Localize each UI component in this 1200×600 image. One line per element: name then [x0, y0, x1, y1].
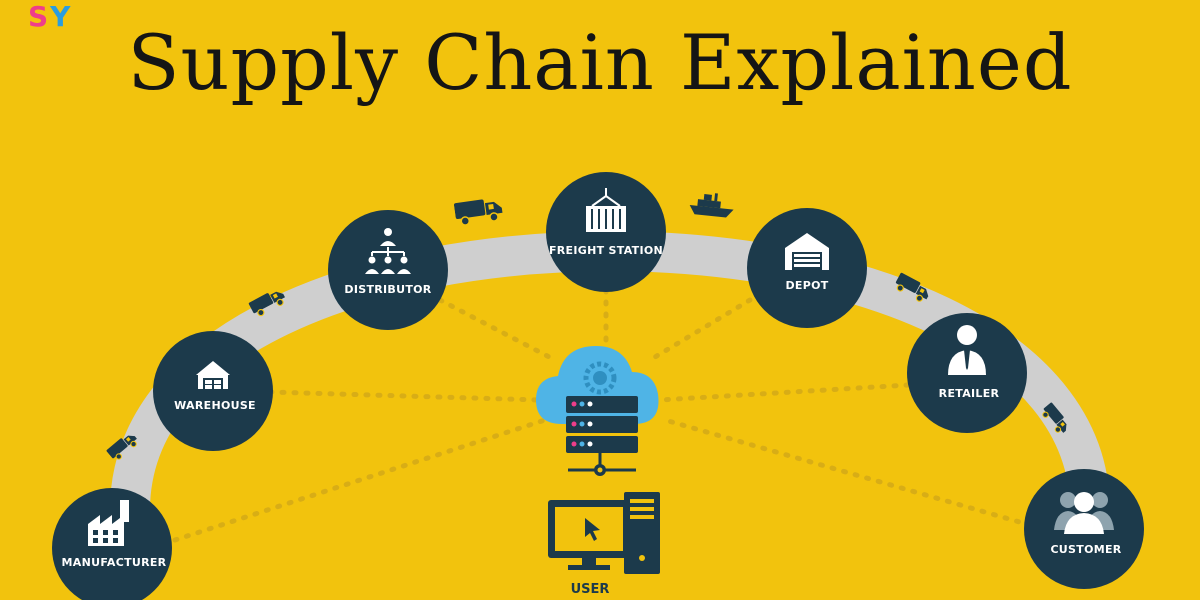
node-label-freight-station: FREIGHT STATION — [549, 244, 663, 257]
connector-distributor — [437, 297, 558, 363]
node-retailer: RETAILER — [907, 313, 1027, 433]
page-title: Supply Chain Explained — [127, 18, 1073, 107]
truck-icon — [453, 196, 505, 227]
connector-retailer — [657, 382, 911, 403]
node-label-depot: DEPOT — [785, 279, 828, 292]
logo-letter-y: Y — [50, 0, 73, 33]
org-chart-icon — [365, 228, 411, 274]
warehouse-icon — [196, 361, 230, 389]
node-distributor: DISTRIBUTOR — [328, 210, 448, 330]
node-label-retailer: RETAILER — [939, 387, 1000, 400]
users-icon — [1054, 492, 1114, 534]
connector-customer — [662, 417, 1033, 528]
node-label-warehouse: WAREHOUSE — [174, 399, 256, 412]
logo-letter-s: S — [28, 0, 51, 33]
gear-icon — [583, 361, 617, 395]
container-crane-icon — [586, 188, 626, 232]
node-customer: CUSTOMER — [1024, 469, 1144, 589]
ship-icon — [688, 190, 736, 219]
factory-icon — [88, 500, 129, 546]
node-label-manufacturer: MANUFACTURER — [62, 556, 167, 569]
user-label: USER — [571, 582, 610, 597]
node-freight-station: FREIGHT STATION — [546, 172, 666, 292]
connector-warehouse — [267, 389, 543, 403]
computer-icon — [548, 492, 660, 574]
node-label-customer: CUSTOMER — [1050, 543, 1121, 556]
brand-logo: SY — [28, 0, 72, 33]
node-label-distributor: DISTRIBUTOR — [344, 283, 431, 296]
cloud-server-icon — [536, 346, 659, 476]
connector-depot — [647, 297, 753, 363]
connector-lines — [172, 287, 1033, 543]
node-manufacturer: MANUFACTURER — [52, 488, 172, 600]
businessman-icon — [948, 325, 986, 375]
node-depot: DEPOT — [747, 208, 867, 328]
garage-icon — [785, 233, 829, 270]
node-warehouse: WAREHOUSE — [153, 331, 273, 451]
connector-manufacturer — [172, 417, 548, 543]
